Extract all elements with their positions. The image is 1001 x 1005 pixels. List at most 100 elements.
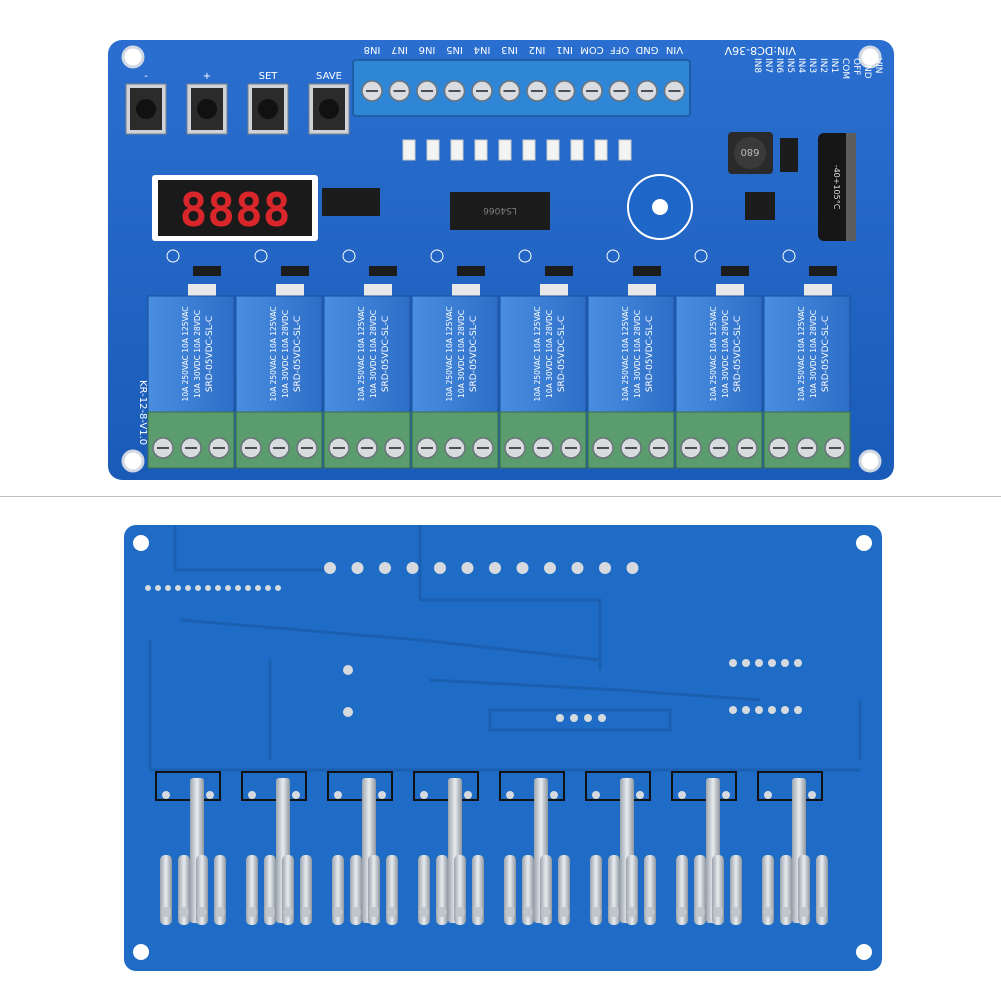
relay-contact-group	[671, 771, 742, 925]
side-label: IN6	[774, 58, 784, 73]
terminal-screw	[471, 80, 493, 102]
image-divider	[0, 496, 1001, 497]
buzzer	[627, 174, 693, 240]
solder-pad	[351, 562, 364, 574]
solder-pad	[225, 585, 231, 591]
svg-text:LS4066: LS4066	[483, 205, 517, 215]
solder-pad	[379, 562, 391, 574]
terminal-label: IN8	[364, 44, 381, 55]
side-label: VIN	[873, 58, 883, 74]
side-label: IN8	[752, 58, 762, 73]
solder-pad	[324, 562, 336, 574]
terminal-label: COM	[580, 44, 603, 55]
solder-pad	[570, 714, 578, 722]
solder-pad	[571, 562, 584, 574]
relay-contact-group	[155, 771, 226, 925]
solder-pad	[265, 585, 271, 591]
svg-text:680: 680	[740, 146, 759, 157]
side-label: GND	[862, 58, 872, 79]
terminal-screw	[388, 80, 411, 102]
led	[498, 139, 512, 161]
solder-pad	[155, 585, 161, 591]
led	[426, 139, 440, 161]
relay-text: SRD-05VDC-SL-C	[205, 316, 215, 392]
led	[594, 139, 608, 161]
solder-pad	[275, 585, 281, 591]
terminal-screw	[443, 80, 466, 102]
status-leds	[402, 139, 632, 161]
solder-pad	[343, 707, 353, 717]
solder-pads	[145, 562, 802, 722]
terminal-screw	[361, 80, 383, 102]
relay-text: 10A 250VAC 10A 125VAC	[181, 307, 190, 402]
terminal-label: IN7	[391, 44, 408, 55]
terminal-screw	[581, 80, 603, 102]
output-terminal	[235, 411, 323, 469]
pcb-back	[124, 525, 882, 971]
terminal-screw	[663, 80, 686, 102]
solder-pad	[245, 585, 251, 591]
terminal-screw	[553, 80, 576, 102]
relay-text: 10A 250VAC 10A 125VAC	[621, 307, 630, 402]
output-terminal	[763, 411, 851, 469]
solder-pad	[794, 659, 802, 667]
terminal-screw	[498, 80, 521, 102]
solder-pad	[461, 562, 474, 574]
led	[474, 139, 488, 161]
terminal-label: VIN	[666, 44, 683, 55]
terminal-screw	[526, 80, 548, 102]
led	[450, 139, 464, 161]
terminal-label: IN4	[474, 44, 491, 55]
terminal-screw	[636, 80, 658, 102]
control-buttons: - + SET SAVE	[125, 71, 350, 135]
relay-text: 10A 30VDC 10A 28VDC	[809, 310, 818, 398]
solder-pad	[755, 659, 763, 667]
button-label: SET	[259, 71, 279, 82]
button-label: +	[203, 71, 211, 82]
relay-text: SRD-05VDC-SL-C	[381, 316, 391, 392]
terminal-screw	[608, 80, 631, 102]
relay-text: SRD-05VDC-SL-C	[469, 316, 479, 392]
solder-pad	[626, 562, 639, 574]
side-label: IN3	[807, 58, 817, 73]
button-save: SAVE	[308, 71, 350, 135]
relay-text: SRD-05VDC-SL-C	[557, 316, 567, 392]
button-plus: +	[186, 71, 228, 135]
pcb-traces	[148, 525, 862, 772]
button-label: -	[144, 71, 148, 82]
relay-text: 10A 30VDC 10A 28VDC	[633, 310, 642, 398]
led	[402, 139, 416, 161]
relay-text: 10A 30VDC 10A 28VDC	[457, 310, 466, 398]
ic-chips: LS4066	[322, 188, 775, 230]
mounting-holes-front	[121, 45, 882, 473]
power-components: 680 -40+105°C	[728, 132, 856, 241]
relay-contact-group	[757, 771, 828, 925]
terminal-label: OFF	[610, 44, 630, 55]
terminal-label: IN3	[501, 44, 518, 55]
output-terminal	[323, 411, 411, 469]
led	[546, 139, 560, 161]
solder-pad	[516, 562, 529, 574]
solder-pad	[584, 714, 592, 722]
back-board	[124, 525, 882, 971]
relay-text: 10A 30VDC 10A 28VDC	[281, 310, 290, 398]
output-terminal	[147, 411, 235, 469]
button-set: SET	[247, 71, 289, 135]
terminal-label: IN1	[556, 44, 573, 55]
side-label: OFF	[851, 58, 861, 75]
output-terminal	[675, 411, 763, 469]
relay-text: SRD-05VDC-SL-C	[733, 316, 743, 392]
led	[570, 139, 584, 161]
solder-pad	[255, 585, 261, 591]
relay-contact-group	[585, 771, 656, 925]
terminal-label: IN6	[419, 44, 436, 55]
relay-contact-group	[241, 771, 312, 925]
solder-pad	[145, 585, 151, 591]
